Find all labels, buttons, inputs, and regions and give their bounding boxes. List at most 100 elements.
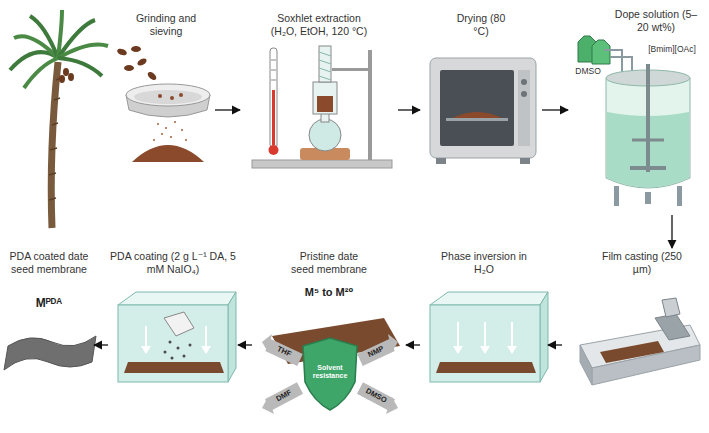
drying-oven bbox=[521, 79, 527, 85]
soxhlet-apparatus bbox=[269, 145, 279, 155]
sieve bbox=[170, 96, 174, 100]
solvent-resistance-shield bbox=[262, 334, 272, 352]
flow-arrow bbox=[215, 109, 240, 110]
solvent-resistance-shield bbox=[360, 345, 392, 360]
sieve bbox=[157, 123, 159, 125]
sieve bbox=[132, 145, 204, 162]
palm-tree bbox=[24, 58, 58, 88]
drying-oven bbox=[520, 158, 530, 164]
drying-oven bbox=[440, 70, 514, 146]
sieve bbox=[131, 46, 141, 52]
process-step: Grinding and sieving bbox=[118, 6, 215, 170]
sieve bbox=[153, 139, 155, 141]
palm-tree bbox=[59, 75, 65, 83]
membrane-code: M⁵ to M²⁰ bbox=[287, 286, 371, 299]
step-label: PDA coating (2 g L⁻¹ DA, 5 mM NaIO₄) bbox=[108, 250, 238, 275]
process-step: Drying (80 °C) bbox=[420, 6, 542, 170]
soxhlet-apparatus bbox=[270, 48, 277, 148]
coating-bath bbox=[118, 292, 236, 382]
coating-bath bbox=[177, 347, 180, 350]
sieve bbox=[161, 133, 163, 135]
soxhlet-apparatus bbox=[272, 90, 275, 145]
palm-tree bbox=[10, 10, 108, 228]
palm-tree bbox=[49, 78, 61, 200]
palm-tree bbox=[58, 58, 102, 76]
dope-reactor bbox=[632, 139, 664, 142]
soxhlet-apparatus bbox=[319, 52, 331, 80]
step-label: Dope solution (5–20 wt%) bbox=[612, 8, 700, 33]
solvent-resistance-shield bbox=[360, 388, 392, 405]
sieve bbox=[181, 129, 183, 131]
palm-tree bbox=[58, 20, 95, 58]
step-label: Drying (80 °C) bbox=[450, 12, 512, 37]
film-casting-machine bbox=[662, 298, 680, 317]
drying-oven bbox=[436, 158, 446, 164]
flow-arrow bbox=[406, 344, 420, 345]
flow-arrow bbox=[94, 344, 108, 345]
flow-arrow bbox=[542, 109, 568, 110]
sieve bbox=[136, 57, 148, 67]
soxhlet-apparatus bbox=[368, 50, 372, 160]
solvent-resistance-shield bbox=[262, 397, 274, 414]
film-casting-machine bbox=[580, 298, 700, 385]
step-label: Phase inversion in H₂O bbox=[440, 250, 528, 275]
process-step: Phase inversion in H₂O bbox=[420, 248, 548, 398]
sieve bbox=[158, 94, 162, 98]
flow-arrow bbox=[671, 215, 672, 248]
flow-arrow bbox=[398, 109, 420, 110]
palm-tree bbox=[51, 62, 58, 228]
solvent-resistance-shield bbox=[268, 345, 300, 360]
drying-oven bbox=[521, 91, 527, 97]
step-label: Grinding and sieving bbox=[126, 12, 206, 37]
coagulation-bath bbox=[436, 362, 536, 373]
sieve bbox=[170, 136, 172, 138]
sieve bbox=[165, 127, 167, 129]
solvent-resistance-shield bbox=[386, 397, 398, 414]
coagulation-bath bbox=[430, 292, 548, 382]
soxhlet-apparatus bbox=[252, 46, 392, 168]
sieve bbox=[179, 93, 183, 97]
dope-reactor bbox=[630, 166, 666, 170]
coating-bath bbox=[169, 341, 172, 344]
process-step: Dope solution (5–20 wt%) bbox=[568, 6, 706, 215]
coagulation-bath bbox=[540, 292, 548, 382]
solvent-label: THF bbox=[276, 345, 293, 359]
dope-reactor bbox=[578, 36, 690, 206]
sieve bbox=[124, 65, 134, 71]
soxhlet-apparatus bbox=[309, 119, 341, 151]
coating-bath bbox=[228, 292, 236, 382]
drying-oven bbox=[518, 70, 530, 146]
drying-oven bbox=[430, 58, 536, 164]
solvent-label: DMF bbox=[275, 389, 293, 404]
film-casting-machine bbox=[655, 314, 690, 340]
sieve bbox=[153, 121, 187, 141]
sieve bbox=[185, 139, 187, 141]
sieve bbox=[126, 84, 210, 106]
coating-bath bbox=[189, 344, 192, 347]
coating-bath bbox=[118, 305, 228, 382]
coating-bath bbox=[164, 312, 194, 336]
coating-bath bbox=[146, 326, 206, 350]
coating-bath bbox=[141, 346, 211, 354]
coating-bath bbox=[171, 357, 174, 360]
shield-label: Solvent resistance bbox=[307, 364, 353, 379]
solvent-resistance-shield bbox=[303, 338, 357, 410]
palm-tree bbox=[30, 16, 58, 58]
step-label: PDA coated date seed membrane bbox=[4, 250, 94, 275]
process-step: Film casting (250 µm) bbox=[562, 248, 706, 418]
solvent-label: NMP bbox=[367, 345, 386, 360]
step-label: Pristine date seed membrane bbox=[287, 250, 371, 275]
dope-reactor bbox=[646, 64, 650, 172]
ionic-liquid-label: [Bmim][OAc] bbox=[648, 45, 696, 54]
coated-membrane bbox=[4, 336, 96, 370]
flow-arrow bbox=[548, 344, 562, 345]
solvent-resistance-shield bbox=[262, 318, 400, 414]
solvent-label: DMSO bbox=[364, 387, 388, 405]
soxhlet-apparatus bbox=[319, 46, 331, 82]
dope-reactor bbox=[677, 186, 682, 206]
film-casting-machine bbox=[600, 341, 664, 363]
